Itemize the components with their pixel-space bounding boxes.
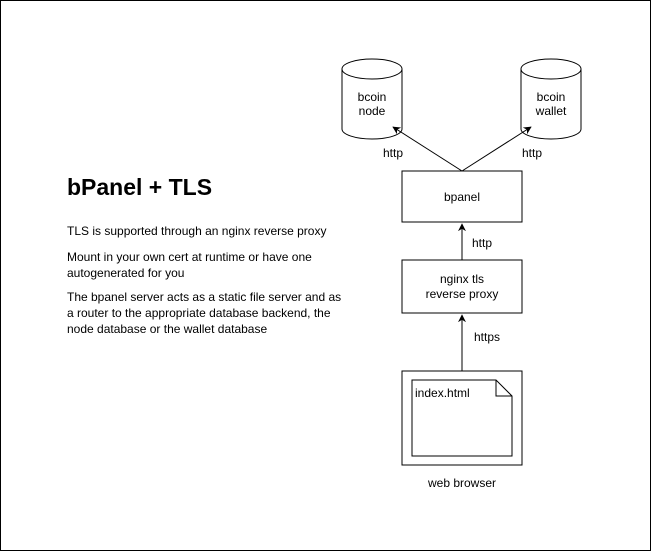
- web-browser-label: web browser: [427, 476, 496, 490]
- edge-label-http-bpanel: http: [472, 236, 492, 250]
- description-paragraph-3: The bpanel server acts as a static file …: [67, 290, 342, 336]
- edge-bpanel-to-wallet: [461, 126, 532, 172]
- bpanel-label: bpanel: [444, 190, 480, 204]
- description-paragraph-2: Mount in your own cert at runtime or hav…: [67, 250, 312, 280]
- nginx-label-line2: reverse proxy: [426, 287, 499, 301]
- document-icon: [411, 379, 513, 457]
- document-fold-icon: [495, 380, 512, 397]
- edge-label-http-node: http: [383, 146, 403, 160]
- index-html-label: index.html: [415, 386, 470, 400]
- bcoin-wallet-label-line1: bcoin: [537, 90, 566, 104]
- bcoin-wallet-cylinder: bcoin wallet: [520, 58, 582, 140]
- nginx-label-line1: nginx tls: [440, 272, 484, 286]
- description-paragraph-1: TLS is supported through an nginx revers…: [67, 224, 327, 238]
- edge-bpanel-to-node: [392, 126, 463, 172]
- bcoin-node-label-line1: bcoin: [358, 90, 387, 104]
- bcoin-node-label-line2: node: [359, 104, 386, 118]
- nginx-box: [401, 259, 523, 314]
- bcoin-node-cylinder: bcoin node: [341, 58, 403, 140]
- edge-label-http-wallet: http: [522, 146, 542, 160]
- bcoin-wallet-label-line2: wallet: [535, 104, 567, 118]
- page-title: bPanel + TLS: [67, 174, 213, 200]
- bpanel-box: [401, 170, 523, 223]
- edge-label-https: https: [474, 330, 500, 344]
